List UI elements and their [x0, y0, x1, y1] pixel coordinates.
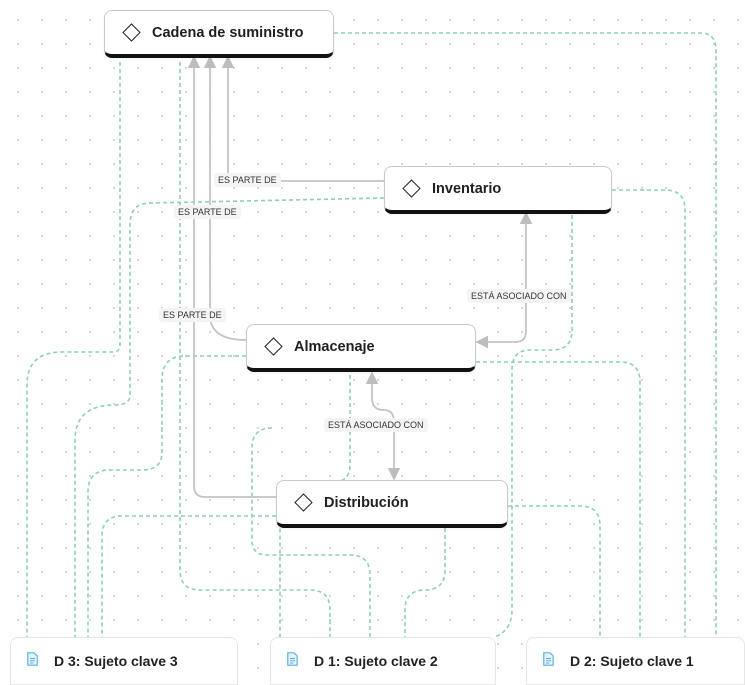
node-label: Almacenaje — [294, 338, 375, 355]
document-icon — [287, 651, 298, 671]
node-almacenaje[interactable]: Almacenaje — [246, 324, 476, 372]
node-cadena-de-suministro[interactable]: Cadena de suministro — [104, 10, 334, 58]
node-distribucion[interactable]: Distribución — [276, 480, 508, 528]
node-label: Inventario — [432, 180, 502, 197]
mention-edge — [87, 355, 246, 640]
diamond-icon — [122, 23, 141, 42]
edge-distribucion-cadena — [187, 55, 276, 498]
edge-label-distribucion-almacenaje: ESTÁ ASOCIADO CON — [324, 418, 428, 432]
doc-node-d3[interactable]: D 3: Sujeto clave 3 — [10, 637, 238, 685]
diamond-icon — [402, 179, 421, 198]
diamond-icon — [264, 337, 283, 356]
mention-edge — [101, 515, 276, 640]
edge-label-distribucion-cadena: ES PARTE DE — [159, 308, 226, 322]
doc-label: D 2: Sujeto clave 1 — [570, 653, 694, 669]
doc-node-d2[interactable]: D 2: Sujeto clave 1 — [526, 637, 745, 685]
mention-edge — [476, 361, 641, 640]
doc-label: D 1: Sujeto clave 2 — [314, 653, 438, 669]
document-icon — [543, 651, 554, 671]
edge-inventario-cadena — [221, 55, 384, 182]
node-inventario[interactable]: Inventario — [384, 166, 612, 214]
edge-almacenaje-inventario — [475, 211, 533, 349]
mention-edge — [334, 32, 717, 640]
mention-edge — [508, 505, 601, 640]
edge-label-inventario-cadena: ES PARTE DE — [214, 173, 281, 187]
mention-edge — [26, 62, 121, 640]
mention-edges — [26, 32, 717, 640]
edge-label-almacenaje-inventario: ESTÁ ASOCIADO CON — [467, 289, 571, 303]
mention-edge — [404, 528, 446, 640]
document-icon — [27, 651, 38, 671]
edge-label-almacenaje-cadena: ES PARTE DE — [174, 205, 241, 219]
node-label: Distribución — [324, 494, 409, 511]
mention-edge — [251, 427, 371, 640]
node-label: Cadena de suministro — [152, 24, 304, 41]
edge-distribucion-almacenaje — [365, 371, 401, 481]
mention-edge — [612, 189, 686, 640]
doc-label: D 3: Sujeto clave 3 — [54, 653, 178, 669]
diamond-icon — [294, 493, 313, 512]
mention-edge — [179, 62, 331, 640]
doc-node-d1[interactable]: D 1: Sujeto clave 2 — [270, 637, 496, 685]
mention-edge — [494, 215, 573, 638]
